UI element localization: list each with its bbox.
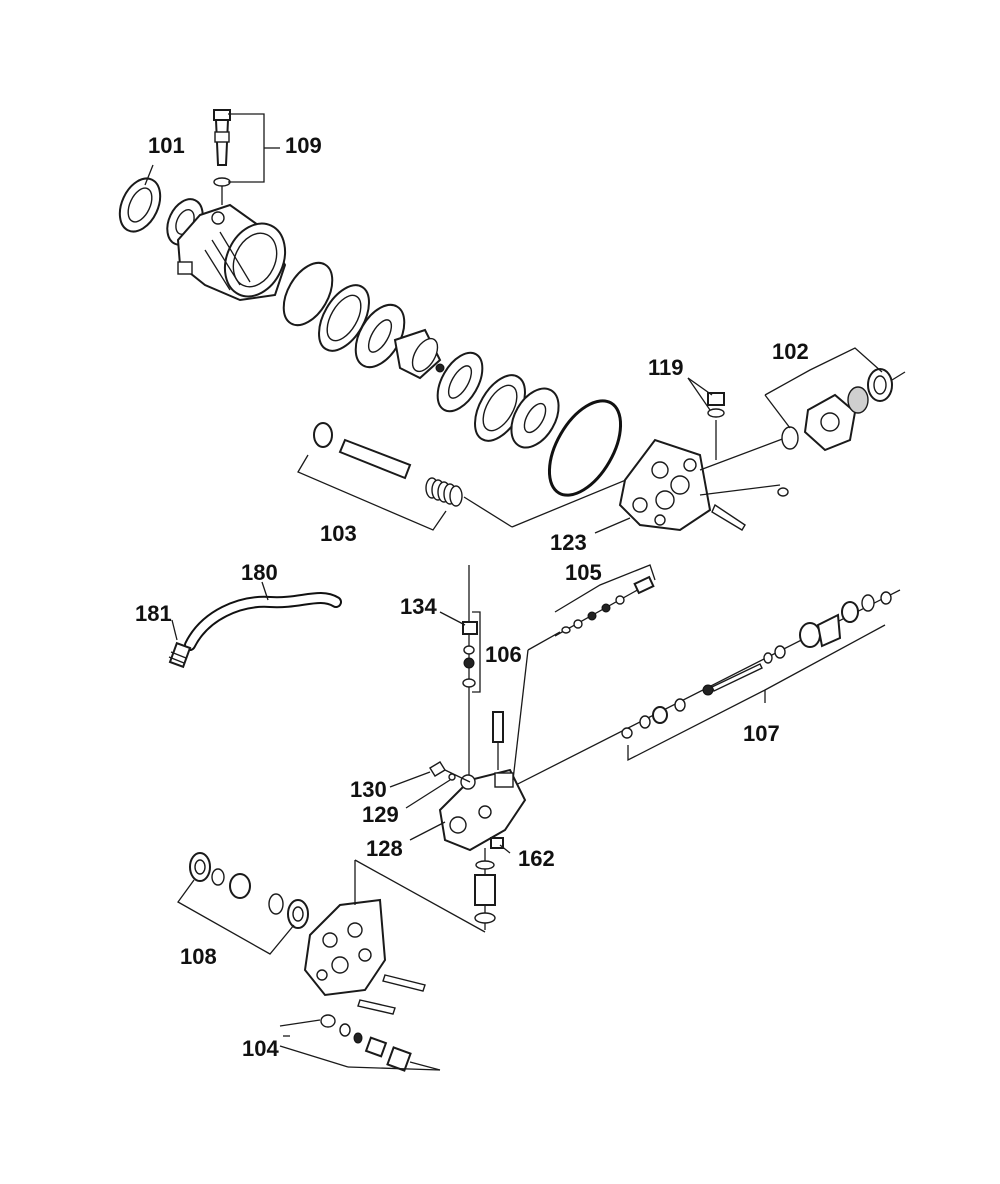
crankcase-assembly bbox=[118, 109, 623, 497]
label-180: 180 bbox=[241, 560, 278, 585]
part-102-valve-set bbox=[781, 368, 906, 452]
label-104: 104 bbox=[242, 1036, 279, 1061]
part-108-seal-kit bbox=[177, 852, 309, 955]
label-162: 162 bbox=[518, 846, 555, 871]
label-107: 107 bbox=[743, 721, 780, 746]
part-107-unloader-assembly bbox=[499, 589, 901, 794]
leader-lines bbox=[144, 113, 886, 1037]
part-123-pump-head bbox=[618, 437, 789, 532]
label-128: 128 bbox=[366, 836, 403, 861]
label-105: 105 bbox=[565, 560, 602, 585]
part-109-dipstick bbox=[213, 109, 231, 205]
manifold-block bbox=[303, 859, 486, 1015]
part-104-valve-kit bbox=[279, 1014, 441, 1072]
part-128-valve-body bbox=[438, 631, 561, 852]
part-105-check-valve bbox=[554, 575, 655, 637]
label-181: 181 bbox=[135, 601, 172, 626]
hub-part bbox=[393, 328, 445, 380]
label-130: 130 bbox=[350, 777, 387, 802]
label-101: 101 bbox=[148, 133, 185, 158]
label-102: 102 bbox=[772, 339, 809, 364]
spring-parts bbox=[474, 848, 496, 930]
part-103-piston-assembly bbox=[297, 422, 651, 531]
label-129: 129 bbox=[362, 802, 399, 827]
plate-set-2 bbox=[436, 351, 560, 449]
label-123: 123 bbox=[550, 530, 587, 555]
crankcase-housing bbox=[176, 203, 287, 302]
label-103: 103 bbox=[320, 521, 357, 546]
part-134-unloader-parts bbox=[462, 565, 478, 780]
large-o-ring bbox=[547, 399, 623, 497]
part-labels: 101 109 119 102 103 123 180 181 105 134 … bbox=[135, 133, 809, 1061]
part-162-plug bbox=[490, 837, 504, 849]
label-109: 109 bbox=[285, 133, 322, 158]
plate-set bbox=[282, 261, 406, 369]
label-108: 108 bbox=[180, 944, 217, 969]
part-119-plug bbox=[707, 392, 725, 460]
label-106: 106 bbox=[485, 642, 522, 667]
part-129-o-ring bbox=[448, 773, 456, 781]
part-101-oil-seal bbox=[118, 177, 162, 233]
label-134: 134 bbox=[400, 594, 437, 619]
part-180-hose bbox=[184, 592, 342, 651]
part-130-clip bbox=[429, 761, 471, 783]
label-119: 119 bbox=[648, 355, 684, 380]
part-181-hose-fitting bbox=[168, 641, 192, 669]
